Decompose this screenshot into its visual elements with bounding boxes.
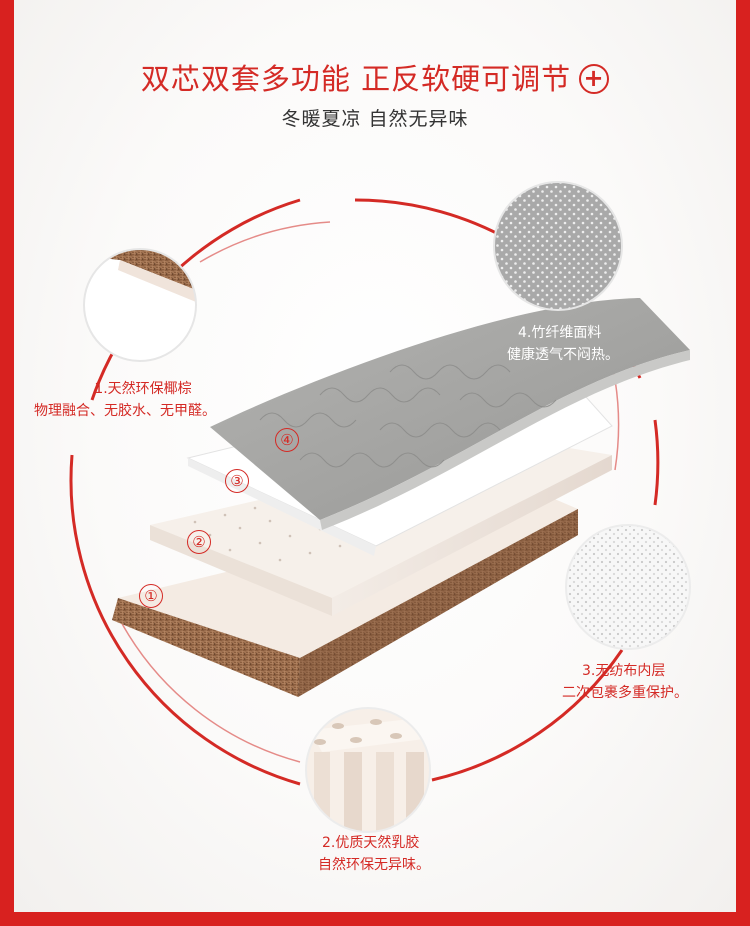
layer-1-detail: 物理融合、无胶水、无甲醛。 [34,403,216,419]
layer-1-caption: 1.天然环保椰棕 [68,378,218,400]
layer-3-detail: 二次包裹多重保护。 [562,685,688,701]
headline-text: 双芯双套多功能 正反软硬可调节 [140,62,572,96]
layer-1-title: 1.天然环保椰棕 [94,381,192,397]
layer-4-detail: 健康透气不闷热。 [507,347,619,363]
layer-1-number: ① [139,584,163,608]
layer-3-number: ③ [225,469,249,493]
layer-2-title: 2.优质天然乳胶 [322,835,420,851]
headline: 双芯双套多功能 正反软硬可调节+ [0,56,750,98]
layer-4-number: ④ [275,428,299,452]
layer-4-title: 4.竹纤维面料 [518,325,602,341]
layer-2-number: ② [187,530,211,554]
sub-headline: 冬暖夏凉 自然无异味 [281,108,469,130]
plus-icon: + [579,64,610,94]
layer-3-title: 3.无纺布内层 [582,663,666,679]
layer-2-detail: 自然环保无异味。 [318,857,430,873]
